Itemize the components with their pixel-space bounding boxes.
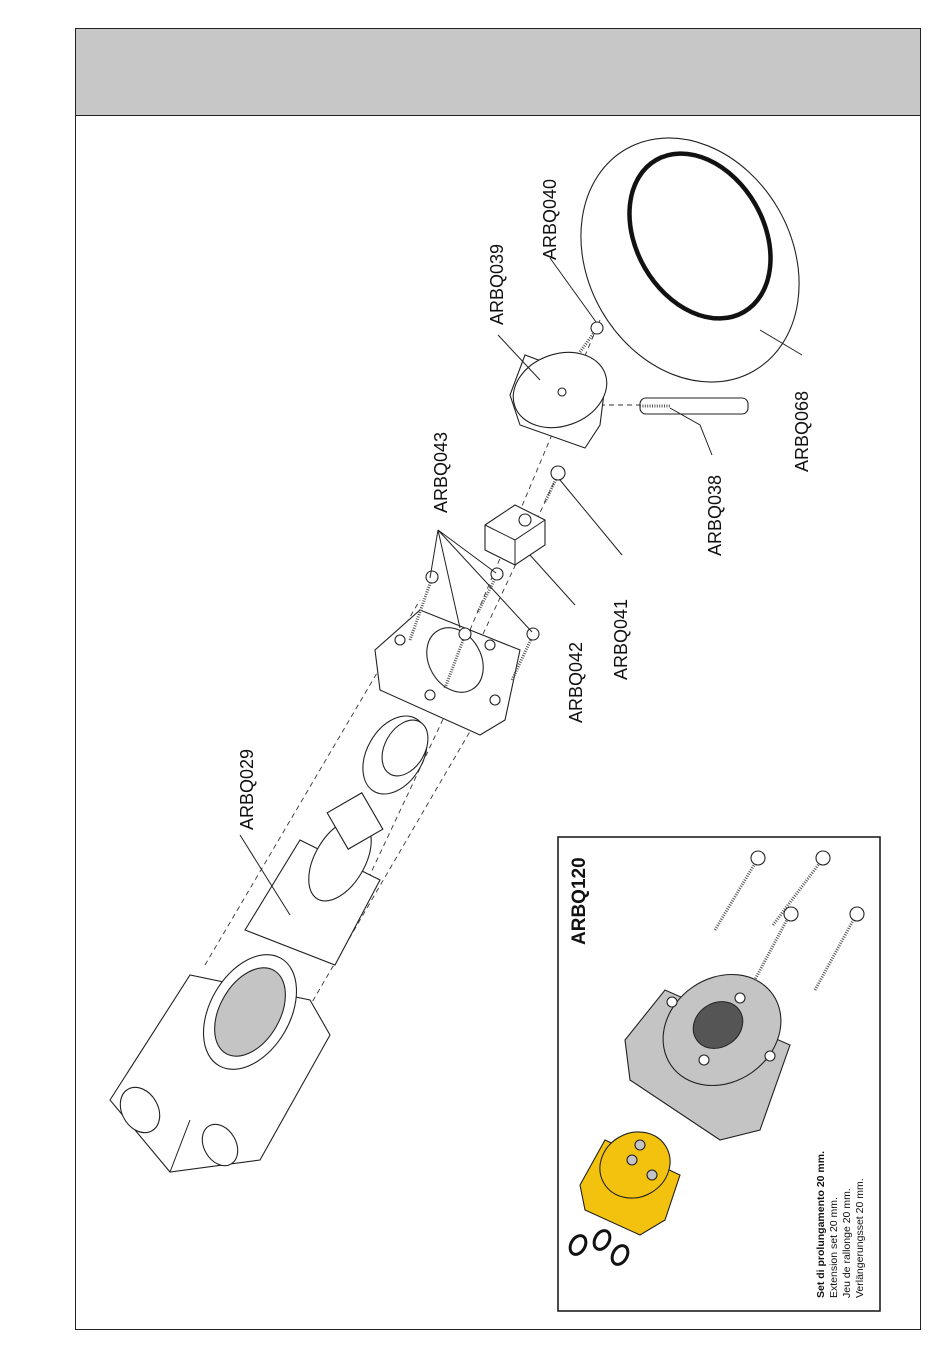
inset-code: ARBQ120 (569, 857, 590, 945)
label-arbq029: ARBQ029 (237, 749, 257, 830)
label-arbq038: ARBQ038 (705, 475, 725, 556)
inset-box: ARBQ120 (558, 837, 880, 1311)
caption-line-3: Verlängerungsset 20 mm. (854, 1178, 866, 1298)
label-arbq068: ARBQ068 (792, 391, 812, 472)
label-arbq041: ARBQ041 (611, 599, 631, 680)
small-screw (545, 466, 565, 502)
caption-line-1: Extension set 20 mm. (828, 1197, 840, 1298)
valve-body (110, 938, 330, 1172)
caption-line-2: Jeu de rallonge 20 mm. (841, 1188, 853, 1298)
label-arbq042: ARBQ042 (566, 642, 586, 723)
flange-plate (375, 610, 520, 735)
cartridge (245, 793, 384, 965)
caption-title: Set di prolungamento 20 mm. (815, 1151, 827, 1298)
extension-pin (640, 398, 748, 414)
label-arbq040: ARBQ040 (540, 179, 560, 260)
cap-screw (580, 322, 603, 352)
label-arbq043: ARBQ043 (431, 432, 451, 513)
square-block (485, 505, 545, 565)
label-arbq039: ARBQ039 (487, 244, 507, 325)
knob-cap (503, 340, 618, 448)
